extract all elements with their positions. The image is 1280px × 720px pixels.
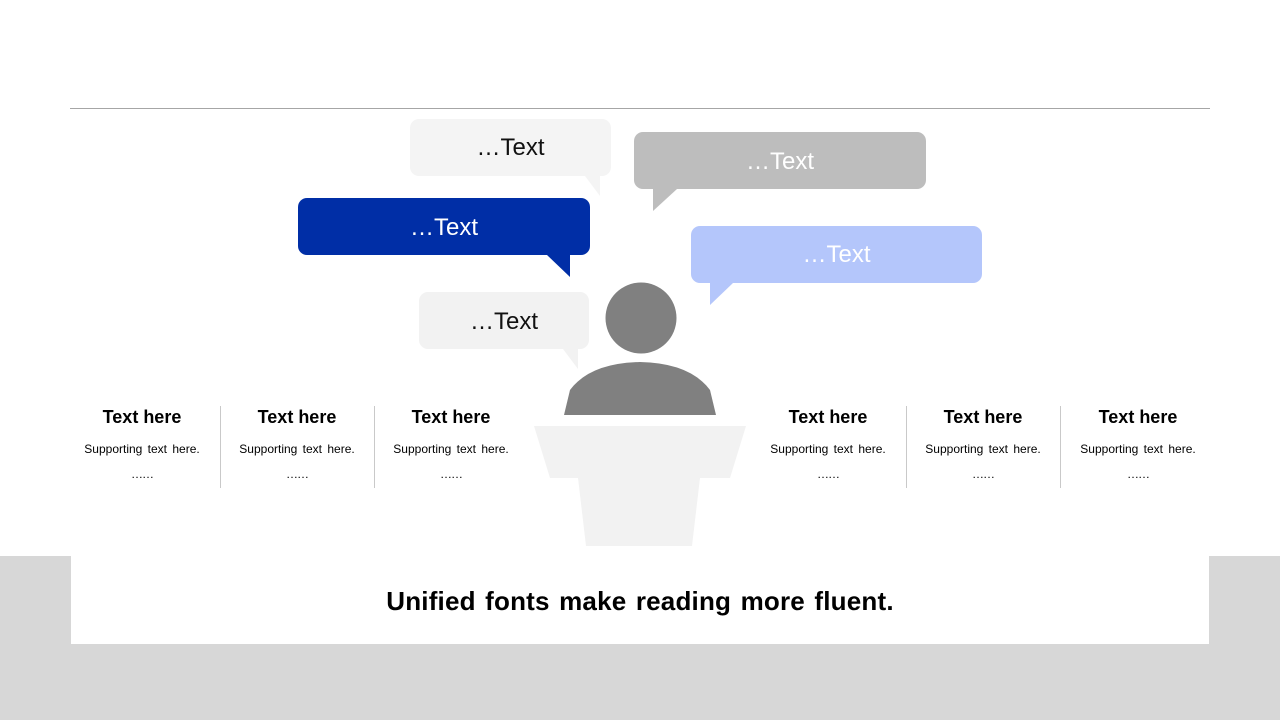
column-subtitle: Supporting text here. — [770, 442, 886, 456]
speech-bubble-4: …Text — [691, 226, 982, 305]
speech-bubble-tail — [563, 349, 578, 369]
caption-text: Unified fonts make reading more fluent. — [386, 586, 894, 616]
column-subtitle: Supporting text here. — [925, 442, 1041, 456]
column-ellipsis: …… — [817, 467, 840, 481]
column-title: Text here — [1098, 407, 1178, 427]
speaker-head-icon — [605, 282, 677, 354]
text-column-5: Text here Supporting text here. …… — [906, 404, 1060, 481]
column-title: Text here — [411, 407, 491, 427]
speech-bubble-5: …Text — [419, 292, 589, 369]
speech-bubble-text: …Text — [409, 214, 478, 241]
speech-bubble-2: …Text — [634, 132, 926, 211]
speech-bubble-text: …Text — [802, 241, 871, 268]
column-title: Text here — [788, 407, 868, 427]
column-ellipsis: …… — [972, 467, 995, 481]
text-column-1: Text here Supporting text here. …… — [65, 404, 219, 481]
speech-bubble-1: …Text — [410, 119, 611, 196]
top-divider-line — [70, 108, 1210, 109]
column-title: Text here — [257, 407, 337, 427]
column-ellipsis: …… — [131, 467, 154, 481]
speech-bubble-tail — [547, 255, 570, 277]
speech-bubble-text: …Text — [476, 134, 545, 161]
podium-icon — [534, 426, 746, 546]
speech-bubble-3: …Text — [298, 198, 590, 277]
speech-bubble-text: …Text — [469, 308, 538, 335]
caption-box: Unified fonts make reading more fluent. — [71, 556, 1209, 644]
column-subtitle: Supporting text here. — [84, 442, 200, 456]
text-column-3: Text here Supporting text here. …… — [374, 404, 528, 481]
speaker-body-icon — [564, 362, 716, 415]
text-column-6: Text here Supporting text here. …… — [1061, 404, 1215, 481]
column-divider — [374, 406, 375, 488]
column-divider — [906, 406, 907, 488]
column-ellipsis: …… — [440, 467, 463, 481]
column-subtitle: Supporting text here. — [239, 442, 355, 456]
column-subtitle: Supporting text here. — [393, 442, 509, 456]
column-ellipsis: …… — [1127, 467, 1150, 481]
column-divider — [220, 406, 221, 488]
speech-bubble-text: …Text — [745, 148, 814, 175]
column-divider — [1060, 406, 1061, 488]
column-title: Text here — [102, 407, 182, 427]
speaker-at-podium-icon — [534, 282, 746, 546]
column-title: Text here — [943, 407, 1023, 427]
speech-bubble-tail — [585, 176, 600, 196]
text-column-2: Text here Supporting text here. …… — [220, 404, 374, 481]
column-ellipsis: …… — [286, 467, 309, 481]
text-column-4: Text here Supporting text here. …… — [751, 404, 905, 481]
column-subtitle: Supporting text here. — [1080, 442, 1196, 456]
speech-bubble-tail — [653, 189, 677, 211]
speech-bubble-tail — [710, 283, 733, 305]
